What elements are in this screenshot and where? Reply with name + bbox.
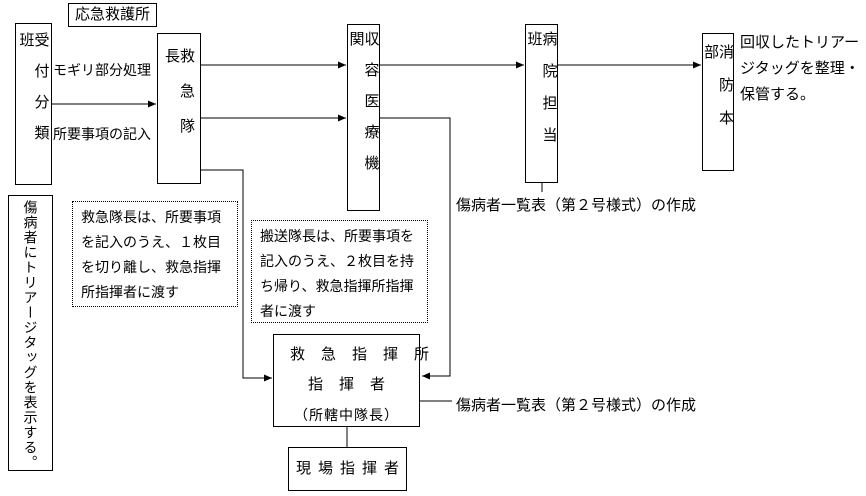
box-receiving-medical-institution-label: 収容医療機関 [347,31,380,186]
box-triage-tag-display-label: 傷病者にトリアージタッグを表示する。 [22,200,39,470]
command-post-line2: 指揮者 [307,376,401,393]
box-hospital-duty-team: 病院担当班 [525,24,558,183]
box-reception-triage-team: 受付分類班 [15,23,52,185]
box-ambulance-captain-label: 救急隊長 [163,48,195,153]
note-ambulance-captain-procedure: 救急隊長は、所要事項 を記入のうえ、１枚目 を切り離し、救急指揮 所指揮者に渡す [72,201,238,307]
note-transport-captain-procedure: 搬送隊長は、所要事項を 記入のうえ、２枚目を持 ち帰り、救急指揮所指揮 者に渡す [251,220,428,323]
box-reception-triage-team-label: 受付分類班 [17,32,50,156]
box-fire-department-hq: 消防本部 [702,33,734,171]
arrow-captain-to-command-post [201,169,272,382]
note-collected-tags-storage: 回収したトリアー ジタッグを整理・ 保管する。 [740,34,860,103]
box-rescue-command-post-commander: 救急指揮所 指揮者 （所轄中隊長） [273,334,446,427]
arrow-medical-to-command-post [380,117,451,380]
command-post-line3: （所轄中隊長） [294,407,399,423]
label-stub-processing: モギリ部分処理 [53,62,151,78]
label-fill-required-items: 所要事項の記入 [53,126,151,142]
command-post-line1: 救急指揮所 [290,346,446,363]
label-casualty-list-form2-top: 傷病者一覧表（第２号様式）の作成 [456,197,697,214]
box-hospital-duty-team-label: 病院担当班 [525,31,558,159]
box-triage-tag-display: 傷病者にトリアージタッグを表示する。 [8,195,53,471]
label-casualty-list-form2-bottom: 傷病者一覧表（第２号様式）の作成 [456,397,697,414]
box-fire-department-hq-label: 消防本部 [702,44,734,143]
box-emergency-aid-station: 応急救護所 [68,3,157,27]
box-receiving-medical-institution: 収容医療機関 [347,24,380,211]
box-site-commander: 現場指揮者 [288,447,407,491]
box-ambulance-captain: 救急隊長 [157,33,201,184]
